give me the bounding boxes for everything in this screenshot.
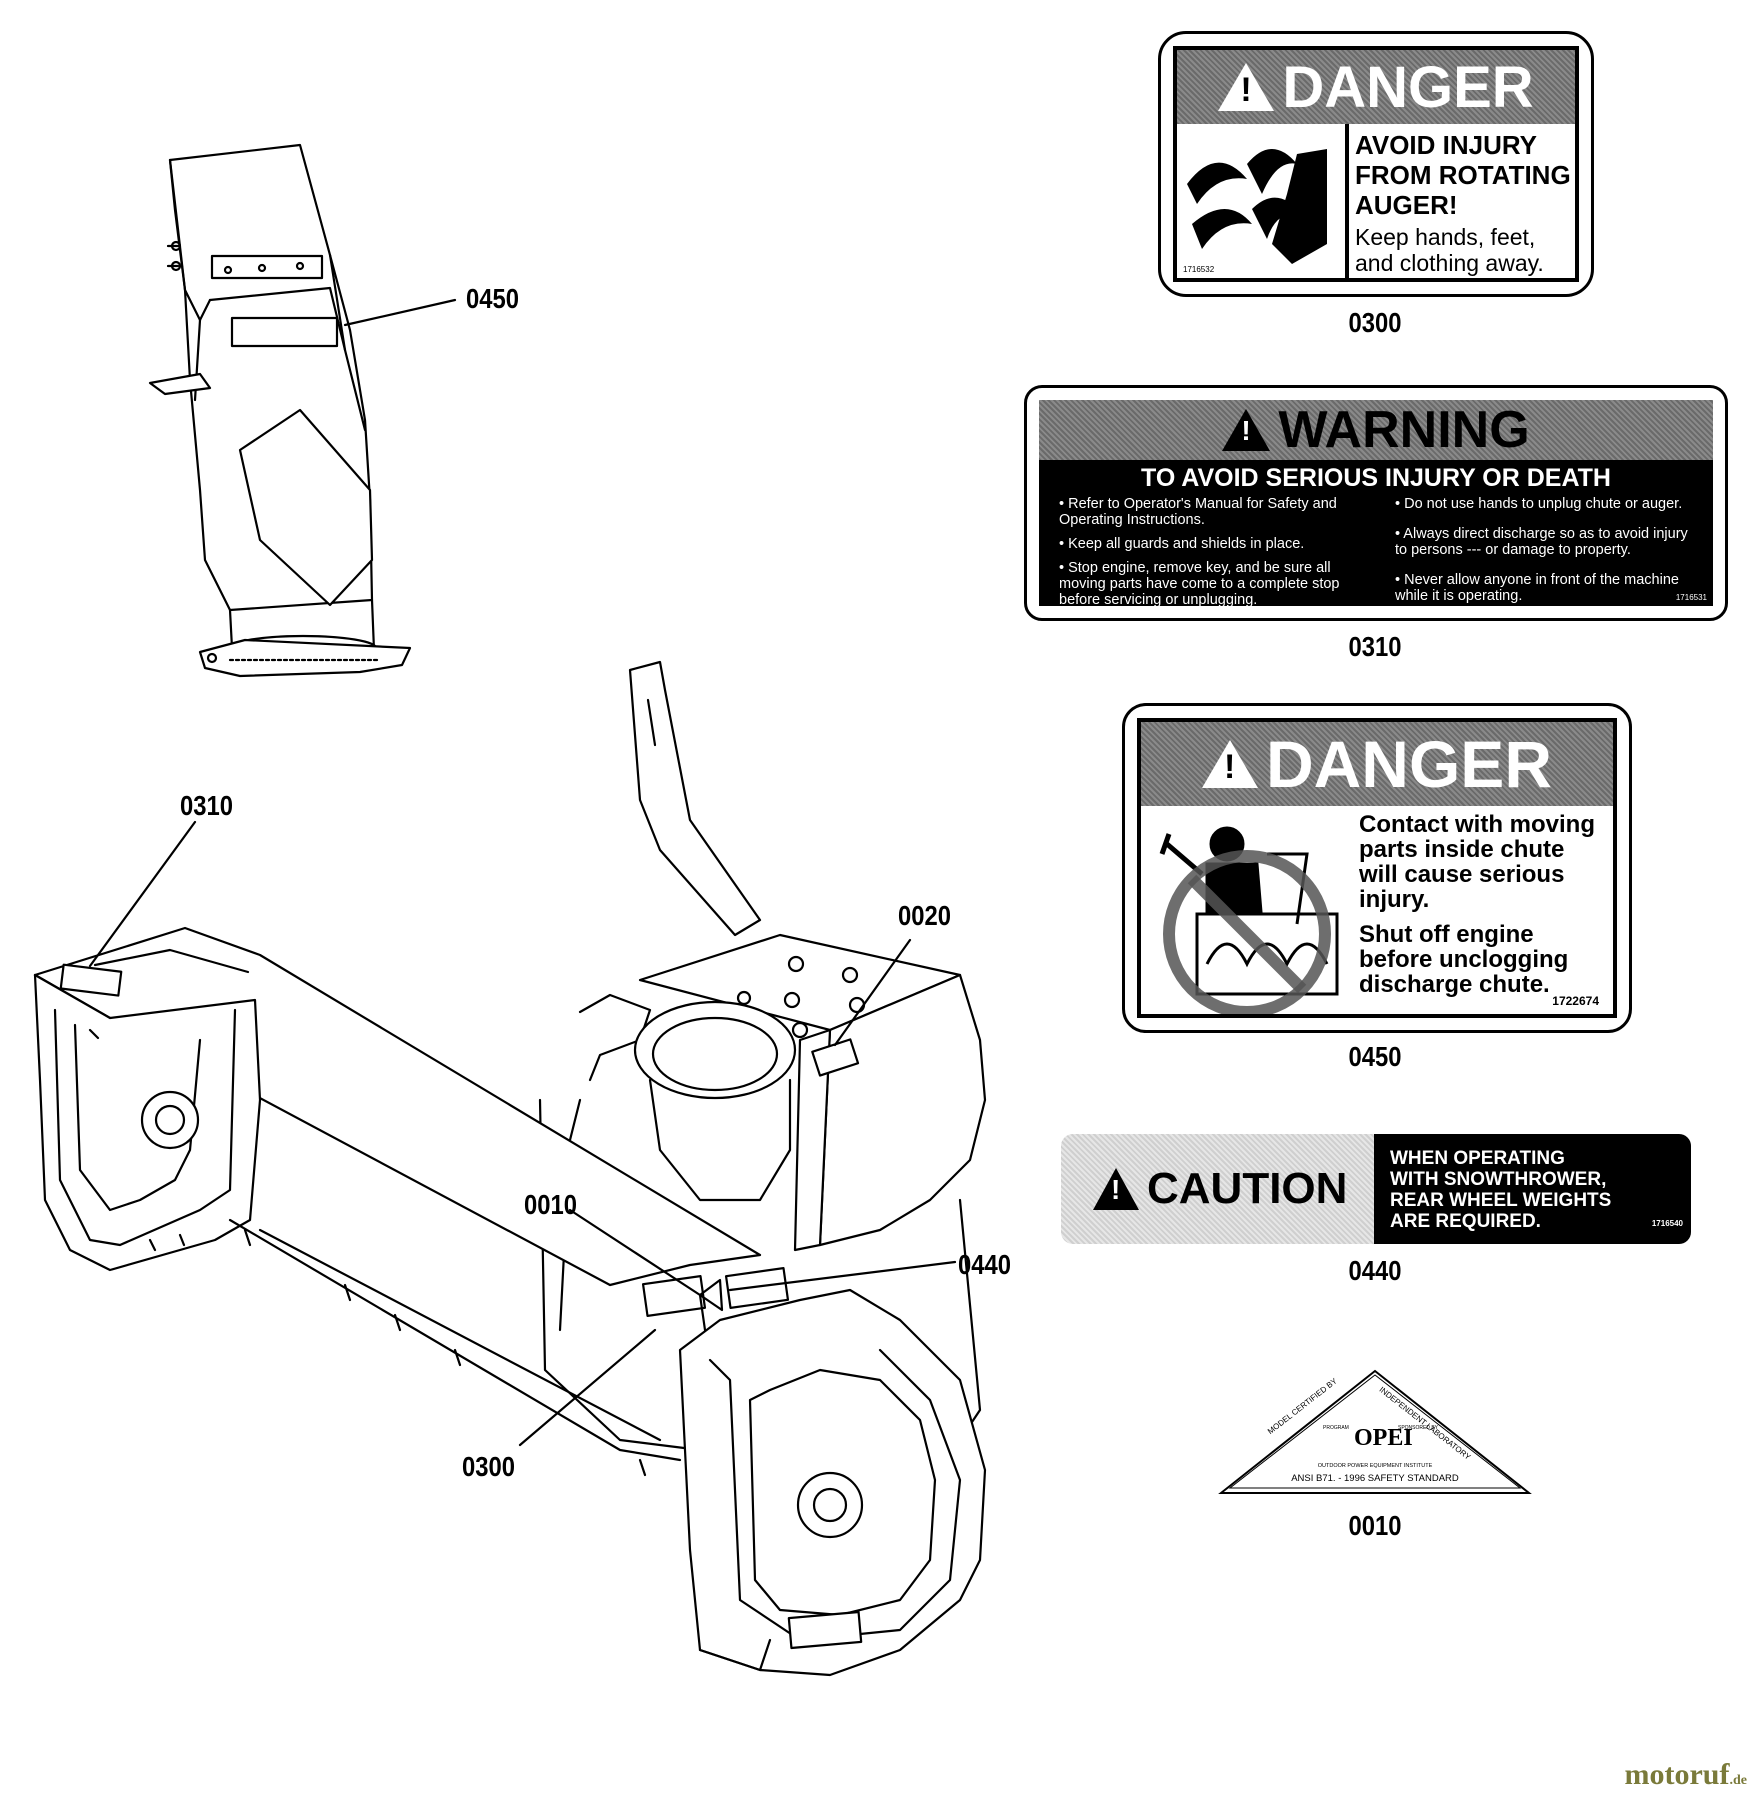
- warning-right-column: • Do not use hands to unplug chute or au…: [1395, 496, 1695, 612]
- auger-hazard-pictogram: 1716532: [1177, 124, 1349, 278]
- caution-text: WHEN OPERATING WITH SNOWTHROWER, REAR WH…: [1374, 1134, 1691, 1244]
- text-line: WHEN OPERATING: [1390, 1148, 1565, 1169]
- leader-0300: [518, 1328, 657, 1447]
- no-hands-pictogram-icon: [1159, 826, 1339, 1014]
- auger-housing: [33, 298, 987, 1677]
- decal-code: 1716531: [1675, 593, 1707, 602]
- decal-danger-chute: DANGER Contact with moving parts inside …: [1122, 703, 1632, 1033]
- leader-0020: [833, 938, 912, 1047]
- warning-left-column: • Refer to Operator's Manual for Safety …: [1059, 496, 1359, 616]
- caption-0300: 0300: [1348, 307, 1402, 338]
- danger-header-text: DANGER: [1265, 727, 1552, 801]
- warning-header-text: WARNING: [1278, 401, 1530, 459]
- leader-0010: [568, 1208, 707, 1332]
- warning-item: • Never allow anyone in front of the mac…: [1395, 572, 1679, 604]
- caption-0440: 0440: [1348, 1255, 1402, 1286]
- caution-header: CAUTION: [1093, 1164, 1347, 1214]
- warning-triangle-icon: [1201, 740, 1258, 788]
- warning-triangle-icon: [1218, 63, 1275, 111]
- callout-0020: 0020: [898, 900, 951, 931]
- danger-text: Contact with moving parts inside chute w…: [1359, 812, 1609, 997]
- leader-0450: [343, 298, 457, 327]
- watermark-suffix: .de: [1729, 1773, 1748, 1788]
- callout-0010: 0010: [524, 1189, 577, 1220]
- decal-caution: CAUTION WHEN OPERATING WITH SNOWTHROWER,…: [1061, 1134, 1691, 1244]
- text-line: AUGER!: [1355, 190, 1458, 220]
- danger-header: DANGER: [1141, 722, 1613, 806]
- decal-danger-auger: DANGER 1716532 AVOID INJURY FROM ROTATIN…: [1158, 31, 1594, 297]
- opei-sponsored: SPONSORED BY: [1398, 1425, 1439, 1431]
- opei-institute: OUTDOOR POWER EQUIPMENT INSTITUTE: [1317, 1463, 1433, 1469]
- callout-0310: 0310: [180, 790, 233, 821]
- danger-header-text: DANGER: [1282, 54, 1534, 120]
- text-line: parts inside chute: [1359, 836, 1565, 863]
- text-line: before unclogging: [1359, 946, 1569, 973]
- text-line: FROM ROTATING: [1355, 160, 1571, 190]
- watermark-name: motoruf: [1624, 1758, 1730, 1791]
- text-line: AVOID INJURY: [1355, 130, 1538, 160]
- warning-title: TO AVOID SERIOUS INJURY OR DEATH: [1141, 464, 1611, 492]
- opei-logo: OPEI: [1354, 1425, 1413, 1451]
- warning-item: • Always direct discharge so as to avoid…: [1395, 526, 1688, 558]
- text-line: and clothing away.: [1355, 250, 1544, 276]
- text-line: discharge chute.: [1359, 971, 1550, 998]
- watermark: motoruf.de: [1625, 1758, 1747, 1792]
- opei-program: PROGRAM: [1323, 1425, 1349, 1431]
- warning-header: WARNING: [1039, 400, 1713, 460]
- opei-standard: ANSI B71. - 1996 SAFETY STANDARD: [1291, 1473, 1459, 1484]
- decal-code: 1716540: [1651, 1219, 1683, 1228]
- warning-item: • Keep all guards and shields in place.: [1059, 536, 1305, 552]
- caption-0010: 0010: [1348, 1510, 1402, 1541]
- text-line: ARE REQUIRED.: [1390, 1211, 1541, 1232]
- warning-item: • Stop engine, remove key, and be sure a…: [1059, 560, 1340, 608]
- callout-0300: 0300: [462, 1451, 515, 1482]
- text-line: Keep hands, feet,: [1355, 224, 1536, 250]
- discharge-chute: [148, 143, 412, 678]
- text-line: will cause serious: [1359, 861, 1565, 888]
- caution-header-text: CAUTION: [1147, 1164, 1348, 1213]
- caption-0450: 0450: [1348, 1041, 1402, 1072]
- text-line: REAR WHEEL WEIGHTS: [1390, 1190, 1612, 1211]
- leader-0310: [88, 820, 197, 968]
- warning-item: • Do not use hands to unplug chute or au…: [1395, 496, 1683, 512]
- text-line: Shut off engine: [1359, 921, 1534, 948]
- warning-triangle-icon: [1093, 1168, 1139, 1210]
- decal-code: 1722674: [1552, 994, 1599, 1008]
- decal-opei-certification: MODEL CERTIFIED BY INDEPENDENT LABORATOR…: [1218, 1367, 1532, 1497]
- danger-text: AVOID INJURY FROM ROTATING AUGER! Keep h…: [1355, 130, 1571, 276]
- leader-0440: [728, 1260, 957, 1292]
- text-line: WITH SNOWTHROWER,: [1390, 1169, 1607, 1190]
- text-line: injury.: [1359, 886, 1430, 913]
- decal-warning: WARNING TO AVOID SERIOUS INJURY OR DEATH…: [1024, 385, 1728, 621]
- decal-code: 1716532: [1183, 265, 1215, 274]
- caption-0310: 0310: [1348, 631, 1402, 662]
- callout-0450: 0450: [466, 283, 519, 314]
- warning-item: • Refer to Operator's Manual for Safety …: [1059, 496, 1337, 528]
- danger-header: DANGER: [1177, 50, 1575, 124]
- text-line: Contact with moving: [1359, 811, 1595, 838]
- callout-0440: 0440: [958, 1249, 1011, 1280]
- warning-triangle-icon: [1222, 409, 1271, 451]
